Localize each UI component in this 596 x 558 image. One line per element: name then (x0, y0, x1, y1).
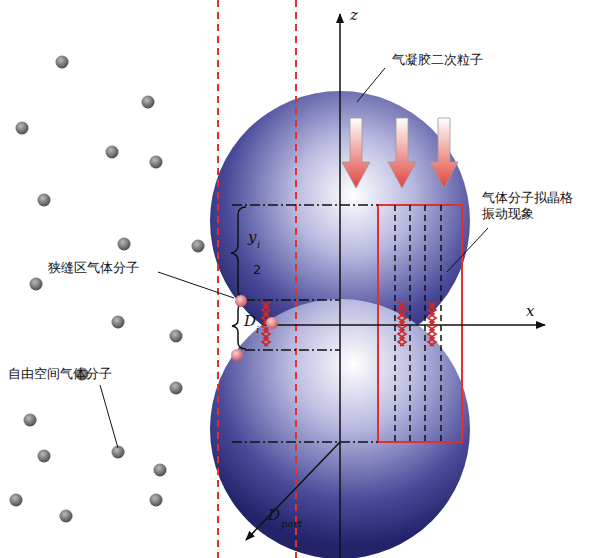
callout-text: 自由空间气体分子 (8, 366, 112, 382)
callout-text: 狭缝区气体分子 (48, 260, 139, 276)
free-gas-molecules (10, 56, 205, 523)
gas-molecule (150, 156, 163, 169)
dimension-subscript: i (257, 239, 260, 251)
bracket (231, 207, 246, 298)
reference-lines (232, 205, 378, 442)
dimension-subscript: i (256, 324, 259, 336)
force-arrows (342, 118, 458, 188)
gas-molecule (192, 240, 205, 253)
gas-molecule (16, 122, 29, 135)
gas-molecule (170, 330, 183, 343)
gap-gas-molecules (231, 295, 278, 361)
gas-molecule (106, 146, 119, 159)
vibration-springs (262, 302, 436, 346)
bracket (232, 302, 246, 349)
lattice-box (378, 205, 462, 442)
gas-molecule (38, 194, 51, 207)
gas-molecule (30, 278, 43, 291)
gas-molecule (112, 316, 125, 329)
callout-text: 气体分子拟晶格振动现象 (482, 190, 574, 221)
gas-molecule (38, 450, 51, 463)
gas-molecule (60, 510, 73, 523)
dimension-label: y (248, 228, 256, 246)
dimension-label: D (244, 312, 256, 330)
lattice-lines (395, 205, 441, 442)
region-line (217, 0, 219, 558)
callout-text: 气凝胶二次粒子 (392, 52, 483, 68)
gas-molecule (154, 464, 167, 477)
gas-molecule (10, 494, 23, 507)
dimension-subscript: part (281, 518, 302, 530)
leader-lines (100, 68, 488, 448)
gas-molecule (24, 414, 37, 427)
region-line (295, 0, 297, 558)
axis-label: z (350, 6, 358, 24)
dimension-label: D (268, 506, 280, 524)
gas-molecule (150, 494, 163, 507)
gas-molecule (118, 238, 131, 251)
gas-molecule (142, 96, 155, 109)
diameter-arrow (246, 442, 340, 540)
axis-label: x (526, 302, 534, 320)
gas-molecule (56, 56, 69, 69)
z-axis (339, 14, 341, 558)
dimension-label: 2 (253, 262, 261, 278)
gas-molecule (170, 382, 183, 395)
